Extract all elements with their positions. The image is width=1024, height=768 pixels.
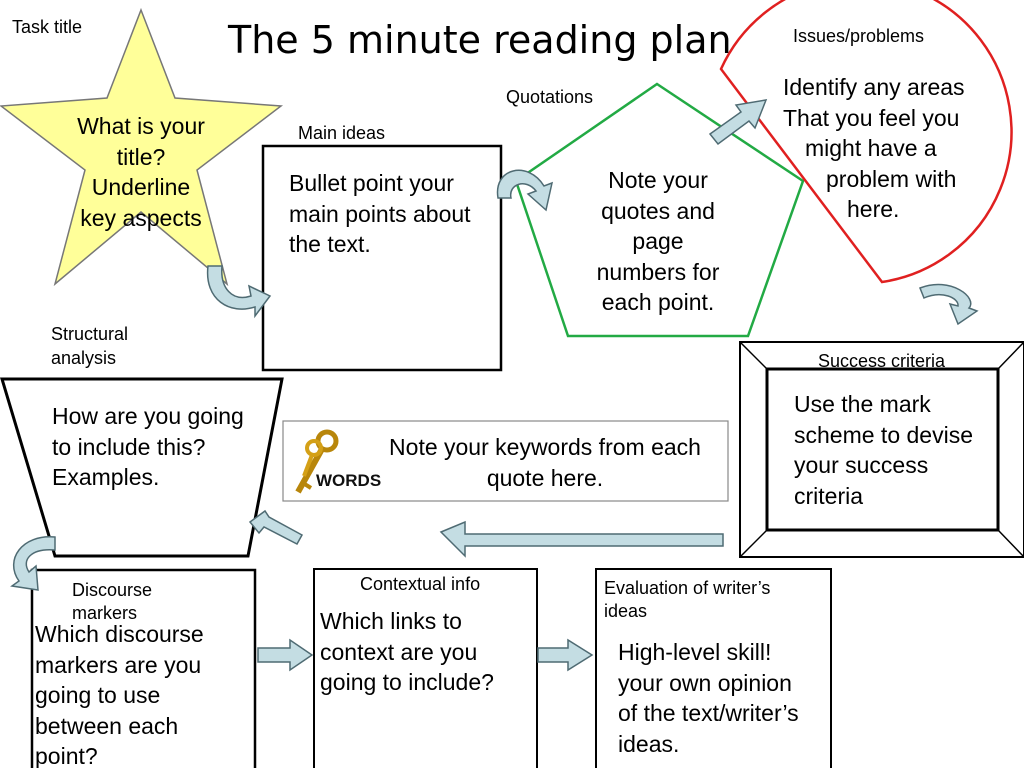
- quotations-text: Note your quotes and page numbers for ea…: [596, 167, 720, 315]
- keywords-box: [282, 420, 729, 502]
- issues-text-line: here.: [847, 196, 900, 222]
- task-title-text: What is your title? Underline key aspect…: [77, 113, 205, 231]
- arrow-quotations-to-issues: [708, 99, 768, 146]
- evaluation-box: [595, 568, 832, 768]
- structural-text: How are you going to include this? Examp…: [52, 403, 244, 490]
- keys-icon: [295, 429, 339, 494]
- main-ideas-label: Main ideas: [298, 123, 386, 143]
- issues-text-line: That you feel you: [783, 104, 960, 131]
- page-title: The 5 minute reading plan: [228, 18, 732, 62]
- curved-arrow-structural-to-discourse: [10, 536, 56, 591]
- issues-text-line: problem with: [826, 165, 957, 192]
- main-ideas-box: [261, 144, 503, 372]
- quotations-pentagon: [514, 82, 805, 338]
- contextual-text: Which links to context are you going to …: [320, 608, 494, 695]
- success-criteria-label: Success criteria: [818, 351, 946, 371]
- task-title-label: Task title: [12, 17, 83, 37]
- main-ideas-text: Bullet point your main points about the …: [289, 170, 471, 257]
- curved-arrow-issues-to-success: [919, 283, 979, 326]
- curved-arrow-main-to-quotations: [496, 169, 554, 212]
- arrow-contextual-to-evaluation: [537, 638, 594, 672]
- keys-icon-words: WORDS: [316, 471, 381, 490]
- success-criteria-frame: [739, 341, 1024, 558]
- issues-text-line: Identify any areas: [783, 74, 965, 100]
- quotations-label: Quotations: [506, 87, 594, 107]
- evaluation-text: High-level skill! your own opinion of th…: [618, 639, 799, 757]
- success-criteria-text: Use the mark scheme to devise your succe…: [794, 391, 973, 509]
- arrow-to-success: [439, 520, 724, 558]
- discourse-box: [30, 568, 257, 768]
- issues-label: Issues/problems: [793, 26, 925, 46]
- arrow-to-structural: [248, 509, 304, 545]
- structural-label: Structural analysis: [51, 324, 129, 368]
- task-title-star: [0, 7, 284, 287]
- structural-trapezoid: [0, 377, 284, 558]
- curved-arrow-star-to-main: [206, 265, 272, 319]
- issues-speech-shape: [719, 0, 1013, 284]
- arrow-discourse-to-contextual: [257, 638, 314, 672]
- keywords-text: Note your keywords from each quote here.: [389, 434, 701, 491]
- discourse-label: Discourse markers: [72, 580, 153, 623]
- contextual-label: Contextual info: [360, 574, 481, 594]
- evaluation-label: Evaluation of writer’s ideas: [604, 578, 771, 621]
- discourse-text: Which discourse markers are you going to…: [35, 621, 204, 768]
- issues-text-line: might have a: [805, 135, 937, 161]
- contextual-box: [313, 568, 538, 768]
